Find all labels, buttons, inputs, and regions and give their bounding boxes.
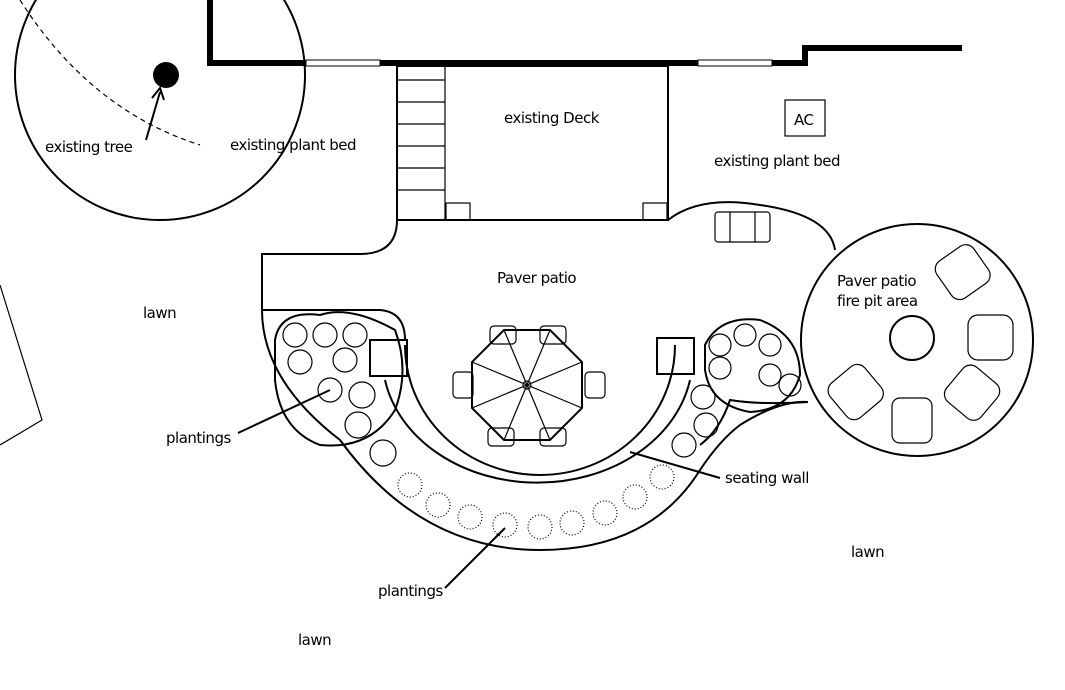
deck-post [642,202,668,221]
existing-deck [396,65,669,221]
fire-pit [889,315,935,361]
pillar [369,339,408,377]
label-fire-pit-area-1: Paver patio [837,272,916,290]
pillar [656,337,695,375]
label-existing-deck: existing Deck [504,109,600,127]
label-existing-tree: existing tree [45,138,133,156]
grasses-row [397,464,675,540]
lounge-chair [714,211,771,243]
existing-tree-canopy [14,0,306,221]
ac-unit [784,99,826,137]
planting-cluster-left [274,311,404,467]
umbrella-ribs [471,329,583,441]
planting-bed-edge [261,309,809,552]
window-left [305,59,381,67]
house-wall [207,0,962,66]
fire-pit-patio [800,223,1034,457]
tree-leader-arrow [145,85,165,141]
deck-post [445,202,471,221]
existing-tree-trunk [153,62,179,88]
label-fire-pit-area-2: fire pit area [837,292,918,310]
tree-dashed-arc [19,0,201,146]
label-existing-plant-bed-right: existing plant bed [714,152,840,170]
seating-wall-inner [404,344,676,476]
deck-stairs [397,66,446,220]
label-seating-wall: seating wall [725,469,809,487]
label-plantings-left: plantings [166,429,231,447]
label-plantings-bottom: plantings [378,582,443,600]
label-paver-patio: Paver patio [497,269,576,287]
window-right [697,59,773,67]
plantings-leader-left [237,389,331,434]
planting-cluster-right [671,318,802,458]
label-lawn-left: lawn [143,304,176,322]
label-lawn-right: lawn [851,543,884,561]
label-lawn-bottom: lawn [298,631,331,649]
dining-chairs [452,325,606,447]
fire-pit-chairs [827,244,1014,444]
plantings-leader-bottom [444,527,506,589]
seating-wall-leader [629,451,721,479]
patio-outline [261,201,836,446]
seating-wall-outer [384,379,691,484]
property-line [0,284,43,446]
label-existing-plant-bed-left: existing plant bed [230,136,356,154]
label-ac: AC [794,111,813,129]
